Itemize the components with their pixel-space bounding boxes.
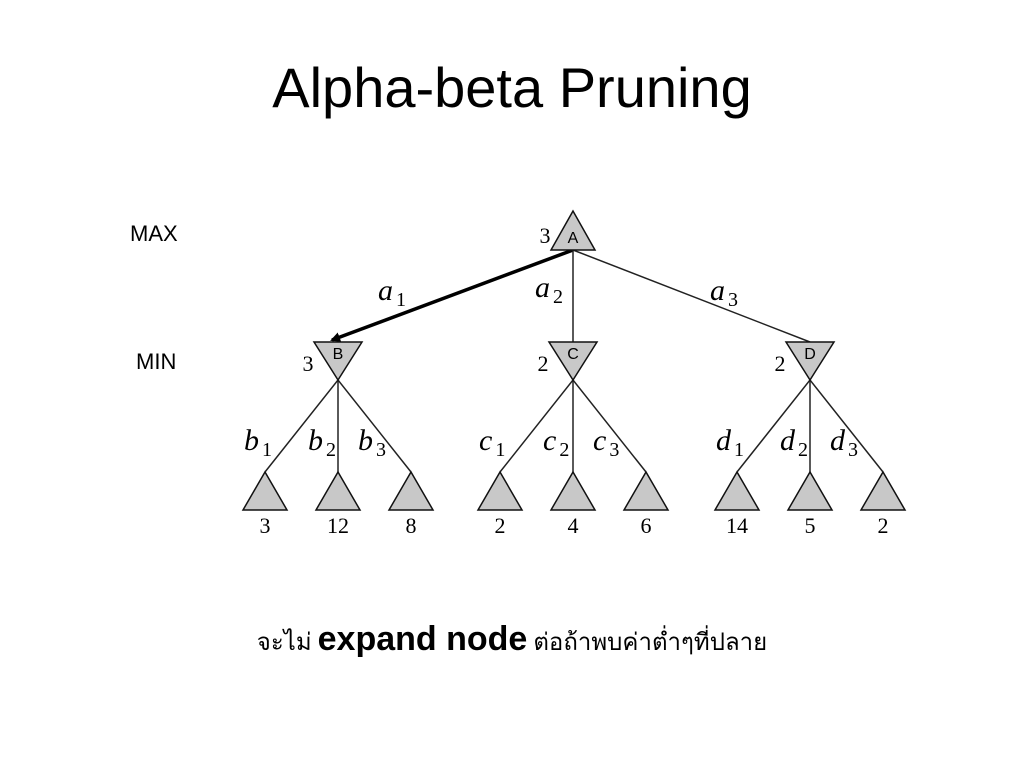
caption-emphasis: expand node: [317, 620, 528, 658]
min-node-label: C: [567, 346, 579, 363]
leaf-node: [387, 470, 435, 511]
leaf-node: [314, 470, 362, 511]
min-node-value: 3: [303, 351, 314, 376]
leaf-value: 14: [726, 513, 748, 538]
leaf-node: [859, 470, 907, 511]
caption-prefix: จะไม่: [256, 628, 312, 656]
leaf-node: [476, 470, 524, 511]
min-node-value: 2: [775, 351, 786, 376]
edge-min-to-leaf: [499, 379, 574, 473]
leaf-node: [786, 470, 834, 511]
leaf-value: 8: [406, 513, 417, 538]
leaf-node: [713, 470, 761, 511]
max-node-a: [549, 209, 597, 251]
edge-root-to-d: [572, 249, 811, 343]
min-node-d: [784, 341, 836, 382]
edge-min-to-leaf: [809, 379, 884, 473]
min-node-value: 2: [538, 351, 549, 376]
max-node-value: 3: [540, 223, 551, 248]
edge-min-to-leaf: [264, 379, 339, 473]
leaf-value: 3: [260, 513, 271, 538]
tree-edges: [264, 248, 884, 473]
slide-title: Alpha-beta Pruning: [272, 56, 752, 119]
leaf-node: [549, 470, 597, 511]
min-node-label: B: [333, 346, 344, 363]
max-level-label: MAX: [130, 221, 178, 246]
max-node-label: A: [568, 230, 579, 247]
edge-min-to-leaf: [736, 379, 811, 473]
leaf-value: 5: [805, 513, 816, 538]
edge-min-to-leaf: [572, 379, 647, 473]
edge-root-to-b: [330, 248, 574, 342]
min-level-label: MIN: [136, 349, 176, 374]
caption-suffix: ต่อถ้าพบค่าต่ำๆที่ปลาย: [533, 628, 768, 656]
edge-min-to-leaf: [337, 379, 412, 473]
leaf-value: 12: [327, 513, 349, 538]
leaf-value: 6: [641, 513, 652, 538]
leaf-node: [241, 470, 289, 511]
leaf-node: [622, 470, 670, 511]
min-node-label: D: [804, 346, 816, 363]
leaf-value: 2: [878, 513, 889, 538]
min-node-b: [312, 341, 364, 382]
leaf-value: 2: [495, 513, 506, 538]
leaf-value: 4: [568, 513, 579, 538]
min-node-c: [547, 341, 599, 382]
